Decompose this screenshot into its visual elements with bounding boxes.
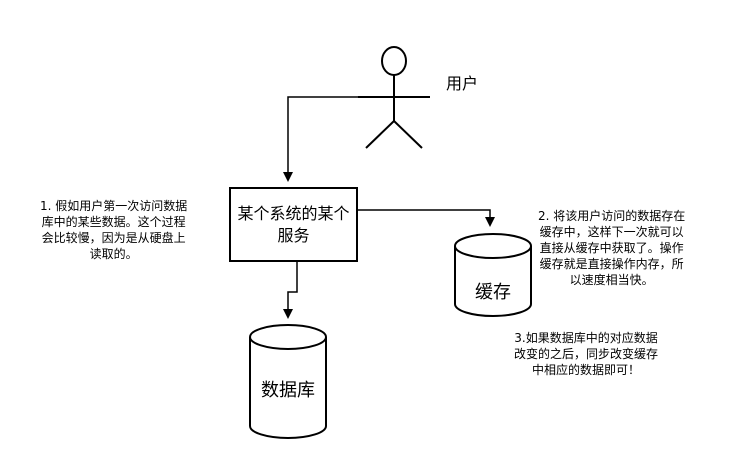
note-store-in-cache: 2. 将该用户访问的数据存在 缓存中，这样下一次就可以 直接从缓存中获取了。操作… [538, 209, 686, 287]
database-cylinder [249, 324, 327, 439]
cache-label: 缓存 [475, 282, 511, 303]
service-to-database-connector [283, 261, 298, 319]
service-label-line1: 某个系统的某个 [237, 204, 350, 223]
service-box [229, 187, 358, 262]
user-head [381, 46, 407, 76]
service-label: 某个系统的某个 服务 [230, 203, 357, 247]
note-sync-cache: 3.如果数据库中的对应数据 改变的之后，同步改变缓存 中相应的数据即可！ [514, 331, 659, 377]
user-left-leg [365, 120, 395, 149]
service-to-cache-connector [357, 209, 495, 227]
user-actor [358, 46, 430, 149]
cache-cylinder [454, 233, 532, 317]
note-first-access: 1. 假如用户第一次访问数据 库中的某些数据。这个过程 会比较慢，因为是从硬盘上… [40, 199, 188, 261]
database-label: 数据库 [261, 380, 315, 401]
user-to-service-connector [283, 96, 358, 182]
user-right-leg [393, 120, 423, 149]
user-label: 用户 [446, 74, 479, 93]
service-label-line2: 服务 [277, 226, 310, 245]
